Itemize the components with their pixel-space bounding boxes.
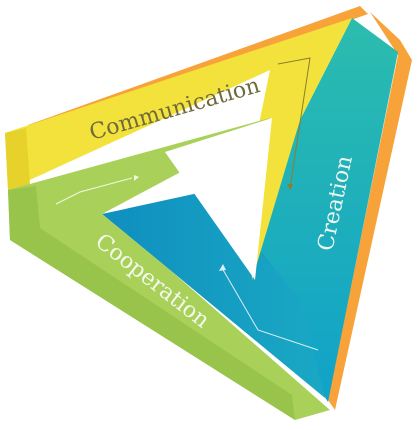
communication-beam-shade xyxy=(5,128,30,190)
creation-arrow-head xyxy=(219,264,226,271)
inner-blue-wedge xyxy=(102,190,325,398)
cooperation-arrow xyxy=(55,177,133,205)
cooperation-beam-shade xyxy=(8,186,295,420)
cooperation-beam xyxy=(8,118,330,420)
communication-arrow xyxy=(277,57,311,189)
creation-arrow xyxy=(221,267,319,351)
communication-arrow-head xyxy=(287,184,293,190)
center-hole xyxy=(165,118,272,280)
cooperation-arrow-head xyxy=(134,175,139,181)
orange-right-edge xyxy=(328,12,412,410)
communication-beam xyxy=(5,18,352,280)
